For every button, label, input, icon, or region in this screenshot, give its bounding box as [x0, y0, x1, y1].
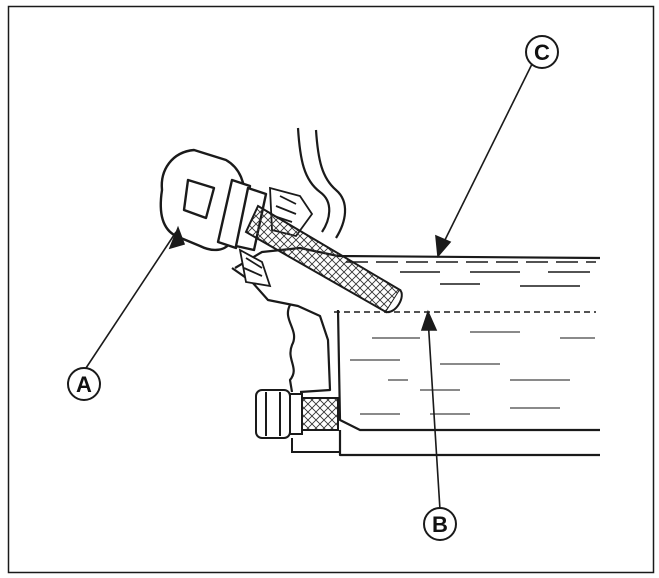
- svg-text:B: B: [432, 512, 448, 537]
- engine-case: [231, 246, 601, 457]
- case-bolt: [255, 389, 340, 453]
- dipstick-cap: [159, 148, 268, 252]
- oil-surface-lines: [350, 331, 595, 415]
- upper-level-line: [346, 261, 596, 287]
- callout-c: C: [525, 35, 559, 69]
- callout-a: A: [67, 367, 101, 401]
- callout-b: B: [423, 507, 457, 541]
- breather-hose: [296, 127, 347, 239]
- svg-text:A: A: [76, 372, 92, 397]
- leader-arrows: [85, 59, 535, 511]
- svg-text:C: C: [534, 40, 550, 65]
- figure-frame: [7, 5, 655, 574]
